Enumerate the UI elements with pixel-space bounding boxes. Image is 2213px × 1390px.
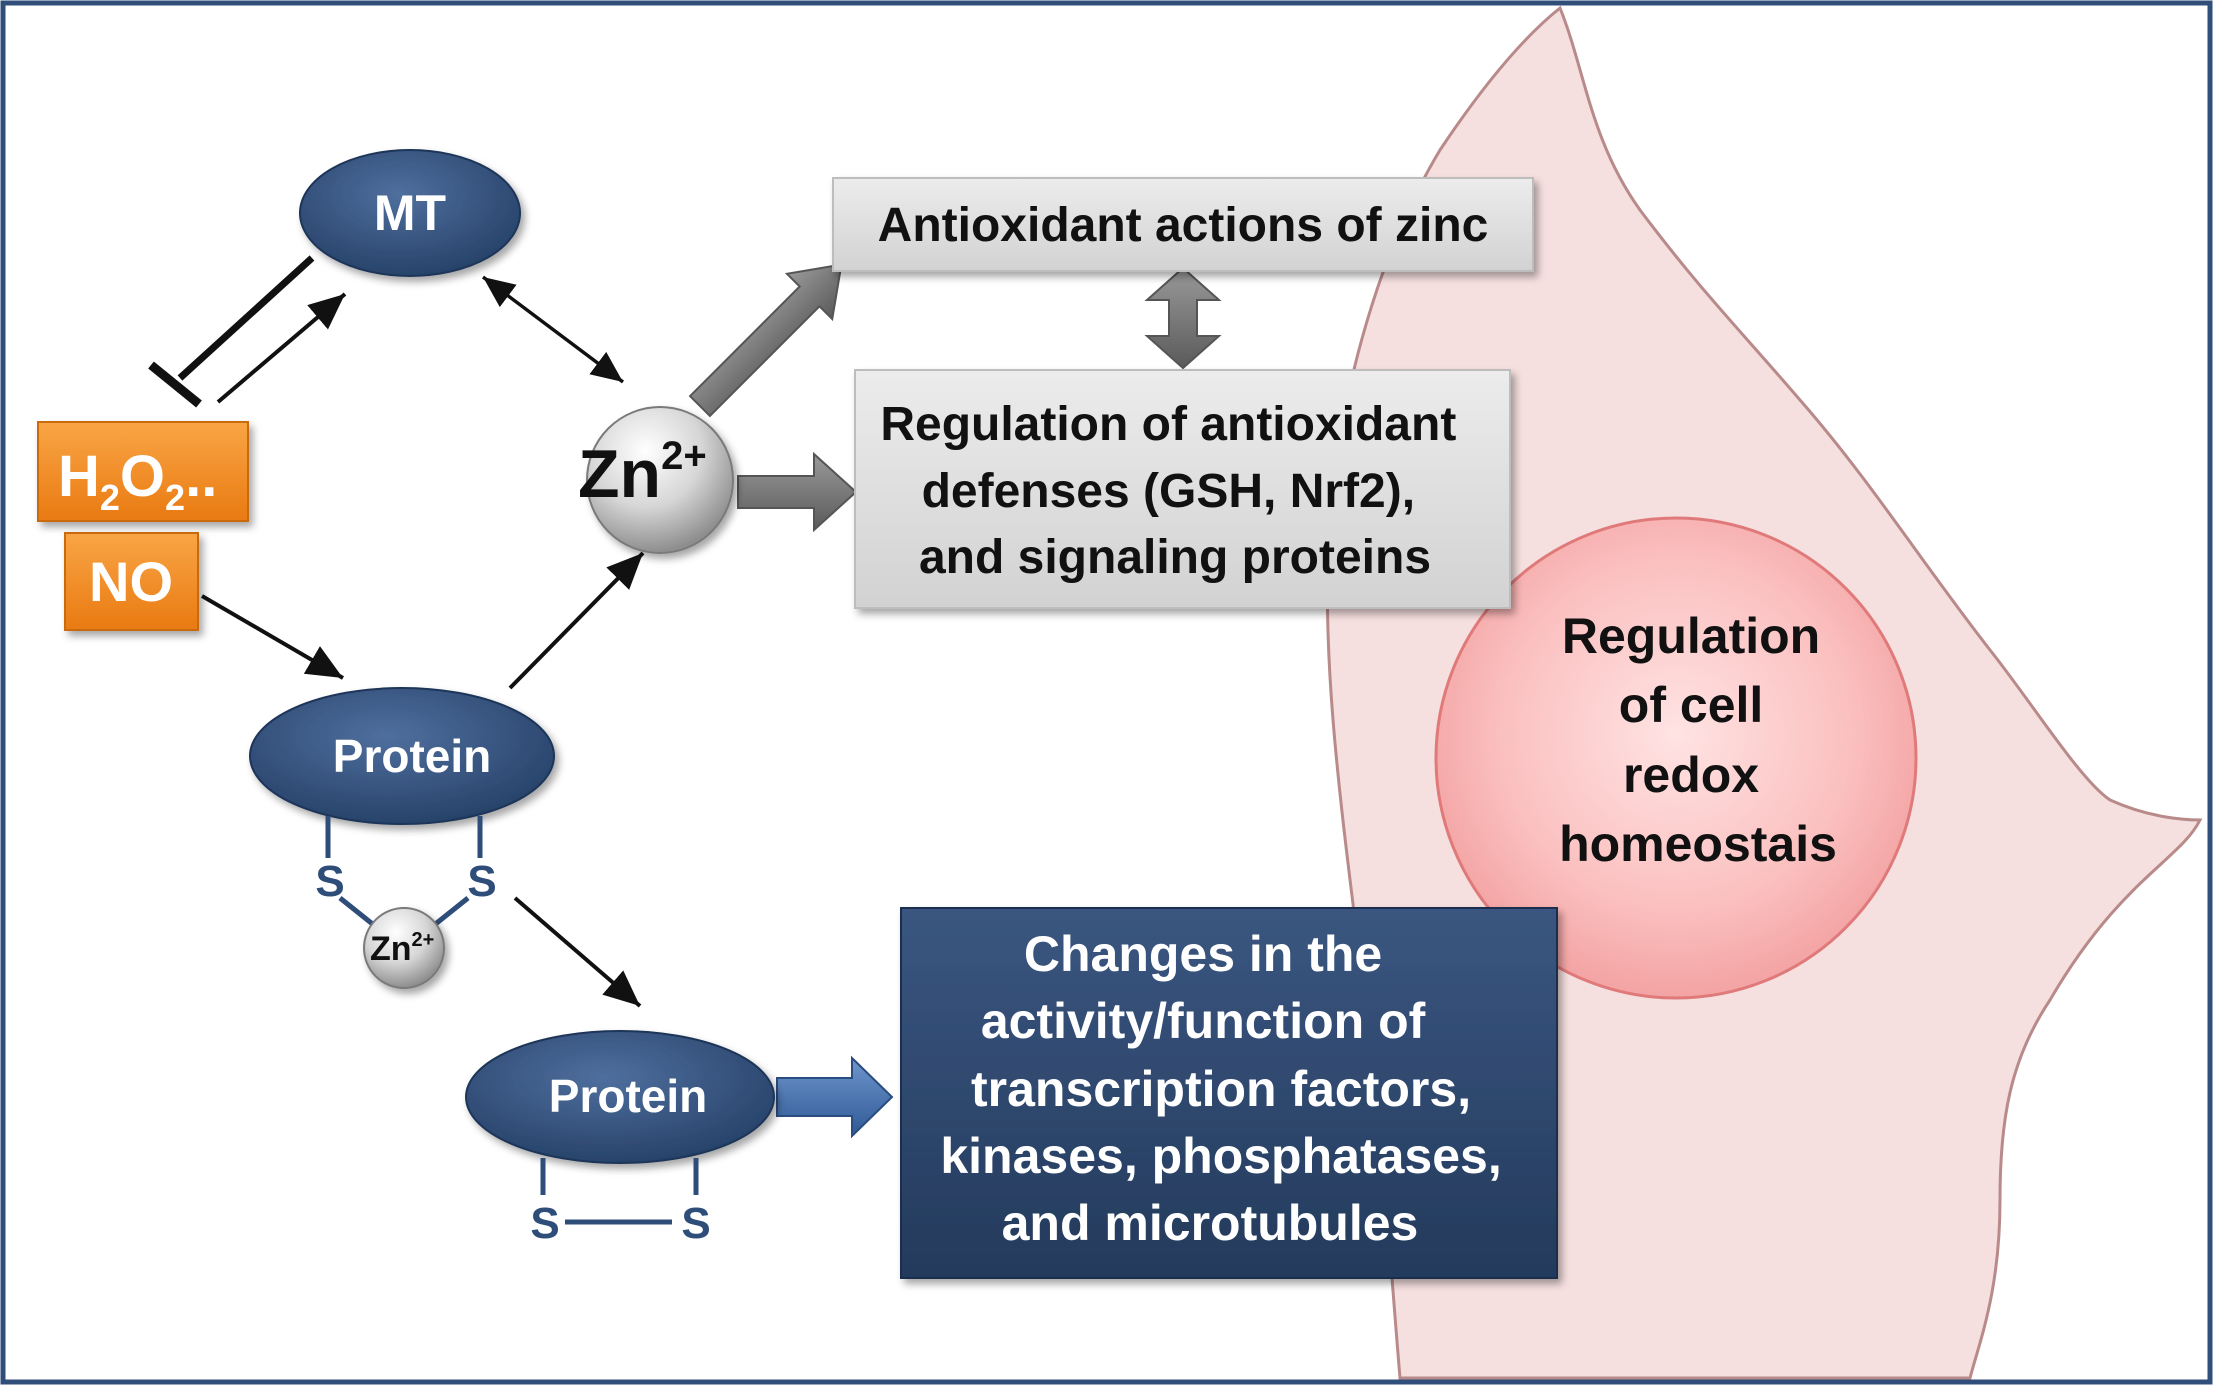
arrow-no-protein <box>200 594 345 680</box>
gray-arrow-up <box>688 263 843 418</box>
mt-label: MT <box>374 185 446 241</box>
nucleus-line-4: homeostais <box>1559 816 1837 872</box>
h2o2-h: H <box>58 444 100 509</box>
protein-bottom-node <box>465 1030 775 1164</box>
h2o2-box <box>37 421 249 522</box>
arrow-h2o2-mt <box>216 292 347 404</box>
regulation-label: Regulation of antioxidant defenses (GSH,… <box>880 398 1469 584</box>
nucleus-label: Regulation of cell redox homeostais <box>1559 608 1837 872</box>
h2o2-label: H2O2.. <box>58 444 217 518</box>
protein-top-label: Protein <box>333 730 491 782</box>
arrow-protein-zinc <box>508 551 645 690</box>
inhibit-bar <box>148 361 202 408</box>
inhibit-mt-h2o2 <box>177 255 315 381</box>
sulfur-top-left: S <box>315 857 344 906</box>
changes-line-1: Changes in the <box>1024 926 1382 982</box>
gray-double-arrow <box>1144 266 1222 370</box>
disulfide-bond <box>540 1158 699 1225</box>
regulation-line-1: Regulation of antioxidant <box>880 398 1456 451</box>
zinc-sup: 2+ <box>661 434 707 478</box>
sulfur-bottom-right: S <box>681 1199 710 1248</box>
sulfur-top-right: S <box>467 857 496 906</box>
zinc-small-sup: 2+ <box>412 929 435 951</box>
changes-line-4: kinases, phosphatases, <box>940 1128 1501 1184</box>
h2o2-dots: .. <box>185 444 217 509</box>
changes-label: Changes in the activity/function of tran… <box>940 926 1515 1251</box>
mt-node <box>299 149 521 277</box>
antioxidant-box <box>832 177 1534 272</box>
zinc-sphere <box>586 406 734 554</box>
sulfur-bottom-left: S <box>530 1199 559 1248</box>
zinc-small-label: Zn2+ <box>370 929 434 968</box>
no-label: NO <box>89 550 173 613</box>
zinc-small-base: Zn <box>370 930 412 968</box>
no-box <box>64 532 199 631</box>
changes-box <box>900 907 1558 1279</box>
regulation-line-2: defenses (GSH, Nrf2), <box>922 465 1415 518</box>
regulation-box <box>854 369 1511 609</box>
nucleus-line-1: Regulation <box>1562 608 1820 664</box>
blue-arrow-right <box>776 1055 894 1139</box>
protein-bottom-label: Protein <box>549 1070 707 1122</box>
arrow-mt-zinc <box>481 275 625 384</box>
antioxidant-label: Antioxidant actions of zinc <box>878 199 1489 252</box>
changes-line-2: activity/function of <box>981 993 1426 1049</box>
gray-arrow-right <box>737 451 858 533</box>
changes-line-3: transcription factors, <box>971 1061 1471 1117</box>
nucleus <box>1434 516 1918 1000</box>
nucleus-line-3: redox <box>1623 747 1759 803</box>
protein-top-node <box>249 687 555 825</box>
zinc-base: Zn <box>578 436 661 512</box>
h2o2-sub1: 2 <box>100 477 120 518</box>
changes-line-5: and microtubules <box>1002 1195 1419 1251</box>
arrow-protein-protein <box>513 896 642 1008</box>
nucleus-line-2: of cell <box>1619 677 1763 733</box>
h2o2-o: O <box>120 444 165 509</box>
zinc-label: Zn2+ <box>578 434 707 512</box>
h2o2-sub2: 2 <box>165 477 185 518</box>
zinc-small-sphere <box>363 907 445 989</box>
regulation-line-3: and signaling proteins <box>919 531 1431 584</box>
